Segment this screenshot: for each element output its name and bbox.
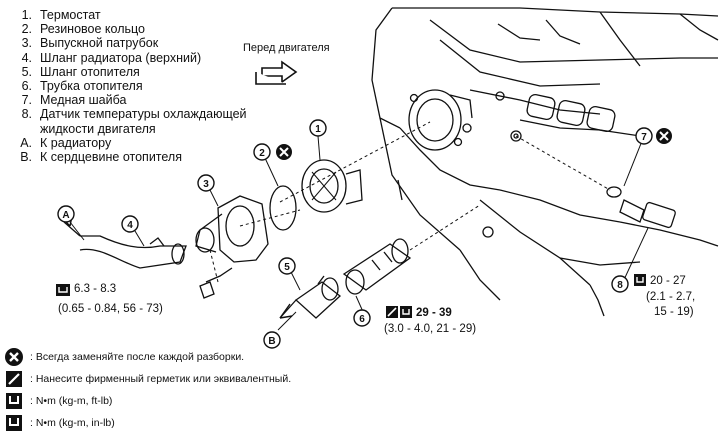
legend-text: Шланг радиатора (верхний) [40,50,202,65]
legend-key: 1. [21,8,32,22]
legend-text: К радиатору [40,135,112,150]
note-replace-text: : Всегда заменяйте после каждой разборки… [30,351,245,363]
legend-key: 8. [21,107,32,122]
callout-leaders [69,135,649,331]
legend-item: 3. Выпускной патрубок [8,36,247,50]
callout-4: 4 [127,220,133,231]
torque-wrench-icon [4,413,24,433]
legend-key [8,122,40,136]
torque-bolt-units: (0.65 - 0.84, 56 - 73) [58,303,163,315]
note-replace: : Всегда заменяйте после каждой разборки… [4,346,291,368]
note-sealant-text: : Нанесите фирменный герметик или эквива… [30,373,292,385]
torque-sensor-value: 20 - 27 [650,275,686,287]
engine-block [371,7,719,317]
symbol-notes: : Всегда заменяйте после каждой разборки… [4,346,291,434]
legend-text: Датчик температуры охлаждающей [40,107,247,122]
legend-item: 8. Датчик температуры охлаждающей [8,107,247,121]
sealant-icon [4,369,24,389]
legend-text: Выпускной патрубок [40,36,159,51]
heater-pipe [342,238,412,295]
legend-text: Медная шайба [40,93,127,108]
arrow-to-heater-core [279,303,293,319]
torque-sensor-units-2: 15 - 19) [654,306,694,318]
torque-bolt: 6.3 - 8.3 [74,282,116,296]
legend-item: 1. Термостат [8,8,247,22]
legend-key: 4. [21,50,32,65]
alignment-lines [209,121,611,283]
torque-pipe-value: 29 - 39 [416,307,452,319]
rubber-o-ring [269,185,297,231]
torque-wrench-icon [634,274,646,286]
sealant-icon [386,306,398,318]
torque-wrench-icon [56,284,70,296]
callout-5: 5 [284,262,290,273]
callout-2: 2 [259,148,265,159]
legend-key: 2. [21,22,32,37]
callout-7: 7 [641,132,647,143]
torque-wrench-icon [400,306,412,318]
note-torque-ftlb-text: : N•m (kg-m, ft-lb) [30,395,113,407]
water-outlet-housing [195,195,269,263]
legend-item: A. К радиатору [8,136,247,150]
legend-key: A. [20,135,32,150]
torque-sensor-units-1: (2.1 - 2.7, [646,291,696,303]
legend-key: 7. [21,93,32,108]
callout-3: 3 [203,179,209,190]
callout-a: A [62,210,69,221]
replace-mark-o-ring [276,144,292,160]
legend-key: 3. [21,36,32,51]
callout-6: 6 [359,314,365,325]
direction-label: Перед двигателя [243,42,330,54]
legend-item: 2. Резиновое кольцо [8,22,247,36]
legend-text: Трубка отопителя [40,79,143,94]
heater-hose [279,275,342,319]
callout-8: 8 [617,280,623,291]
legend-text: Термостат [40,8,101,22]
copper-washer [606,186,622,198]
replace-x-icon [4,347,24,367]
callout-b: B [268,336,275,347]
coolant-temp-sensor [619,199,676,229]
note-sealant: : Нанесите фирменный герметик или эквива… [4,368,291,390]
torque-pipe-units: (3.0 - 4.0, 21 - 29) [384,323,477,335]
legend-text: жидкости двигателя [40,121,156,136]
callout-circles [57,119,653,349]
radiator-hose-upper [63,221,187,269]
torque-wrench-icon [4,391,24,411]
torque-bolt-value: 6.3 - 8.3 [74,283,117,295]
legend-item: B. К сердцевине отопителя [8,150,247,164]
note-torque-inlb: : N•m (kg-m, in-lb) [4,412,291,434]
legend-item: 5. Шланг отопителя [8,65,247,79]
parts-legend: 1. Термостат 2. Резиновое кольцо 3. Выпускной… [8,8,247,164]
legend-key: 6. [21,79,32,94]
thermostat [301,159,363,213]
legend-item: жидкости двигателя [8,122,247,136]
callout-1: 1 [315,124,321,135]
legend-item: 6. Трубка отопителя [8,79,247,93]
legend-key: B. [20,150,32,165]
legend-text: Резиновое кольцо [40,22,145,37]
legend-text: Шланг отопителя [40,64,140,79]
bolt [199,267,233,299]
legend-key: 5. [21,64,32,79]
replace-mark-washer [656,128,672,144]
front-direction-arrow [255,60,298,85]
legend-item: 7. Медная шайба [8,93,247,107]
legend-text: К сердцевине отопителя [40,150,182,165]
note-torque-inlb-text: : N•m (kg-m, in-lb) [30,417,115,429]
legend-item: 4. Шланг радиатора (верхний) [8,51,247,65]
note-torque-ftlb: : N•m (kg-m, ft-lb) [4,390,291,412]
